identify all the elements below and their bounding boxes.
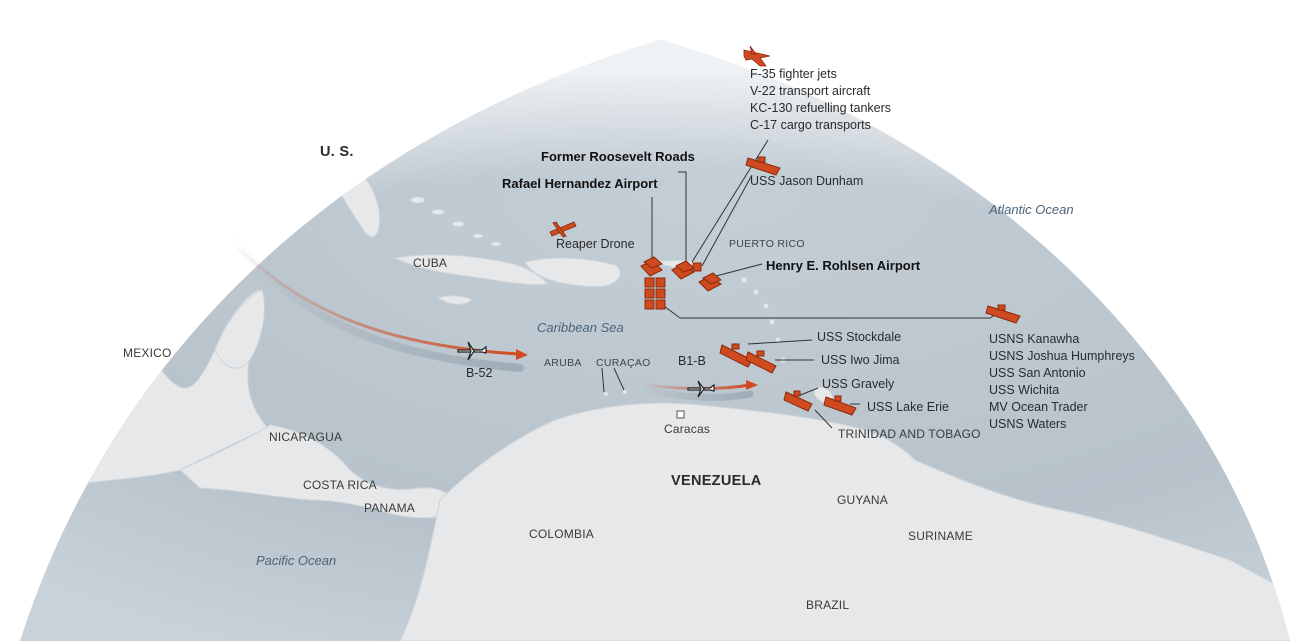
label-henry-rohlsen-airport: Henry E. Rohlsen Airport [766, 258, 921, 273]
label-uss-jason-dunham: USS Jason Dunham [750, 174, 864, 188]
base-small-square-icon [692, 262, 702, 272]
ship-group-item: USS Wichita [989, 383, 1060, 397]
label-panama: PANAMA [364, 501, 415, 515]
label-uss-lake-erie: USS Lake Erie [867, 400, 949, 414]
caracas-marker [676, 410, 685, 419]
label-pacific-ocean: Pacific Ocean [256, 553, 337, 568]
label-curacao: CURAÇAO [596, 357, 651, 369]
ship-jason-dunham-icon [745, 156, 781, 176]
b1b-arrowhead [746, 380, 758, 390]
b52-plane-icon [457, 341, 487, 361]
ship-gravely-icon [783, 390, 813, 412]
ship-iwo-jima-icon [745, 350, 777, 374]
ship-lake-erie-icon [823, 395, 857, 416]
label-us: U. S. [320, 144, 354, 160]
label-caracas: Caracas [664, 422, 711, 436]
label-guyana: GUYANA [837, 493, 888, 507]
aircraft-stack-roosevelt-icon [671, 260, 695, 280]
b52-arrowhead [516, 349, 528, 360]
b52-route [228, 238, 519, 356]
label-b1b: B1-B [678, 354, 706, 368]
ship-group-item: MV Ocean Trader [989, 400, 1088, 414]
label-former-roosevelt-roads: Former Roosevelt Roads [541, 149, 695, 164]
aircraft-list-item: V-22 transport aircraft [750, 84, 871, 98]
label-rafael-hernandez-airport: Rafael Hernandez Airport [502, 176, 658, 191]
aircraft-list-item: C-17 cargo transports [750, 118, 871, 132]
reaper-drone-icon [549, 221, 577, 238]
aircraft-list-item: F-35 fighter jets [750, 67, 837, 81]
label-atlantic-ocean: Atlantic Ocean [989, 202, 1074, 217]
ship-group-item: USNS Waters [989, 417, 1067, 431]
label-brazil: BRAZIL [806, 598, 850, 612]
aircraft-stack-rafael-icon [640, 256, 663, 277]
label-b52: B-52 [466, 366, 493, 380]
label-nicaragua: NICARAGUA [269, 430, 343, 444]
fighter-jet-icon [743, 45, 771, 67]
b1b-plane-icon [687, 380, 715, 398]
label-colombia: COLOMBIA [529, 527, 594, 541]
label-costa-rica: COSTA RICA [303, 478, 377, 492]
ship-group-item: USNS Kanawha [989, 332, 1080, 346]
label-puerto-rico: PUERTO RICO [729, 238, 805, 250]
label-uss-gravely: USS Gravely [822, 377, 895, 391]
ship-stockdale-icon [719, 343, 753, 368]
ship-group-item: USNS Joshua Humphreys [989, 349, 1135, 363]
label-venezuela: VENEZUELA [671, 473, 762, 489]
label-cuba: CUBA [413, 256, 448, 270]
label-uss-stockdale: USS Stockdale [817, 330, 902, 344]
ship-group-item: USS San Antonio [989, 366, 1086, 380]
label-suriname: SURINAME [908, 529, 973, 543]
aircraft-list: F-35 fighter jets V-22 transport aircraf… [750, 66, 891, 134]
aircraft-list-item: KC-130 refuelling tankers [750, 101, 892, 115]
label-caribbean-sea: Caribbean Sea [537, 320, 624, 335]
label-uss-iwo-jima: USS Iwo Jima [821, 353, 900, 367]
label-trinidad: TRINIDAD AND TOBAGO [838, 427, 981, 441]
ship-group-icon [985, 304, 1021, 324]
label-mexico: MEXICO [123, 346, 172, 360]
globe-rim [20, 40, 1290, 641]
base-squares-icon [644, 277, 666, 310]
aircraft-stack-rohlsen-icon [698, 272, 722, 292]
label-aruba: ARUBA [544, 357, 582, 369]
label-reaper-drone: Reaper Drone [556, 237, 635, 251]
ship-group-list: USNS Kanawha USNS Joshua Humphreys USS S… [989, 331, 1135, 433]
